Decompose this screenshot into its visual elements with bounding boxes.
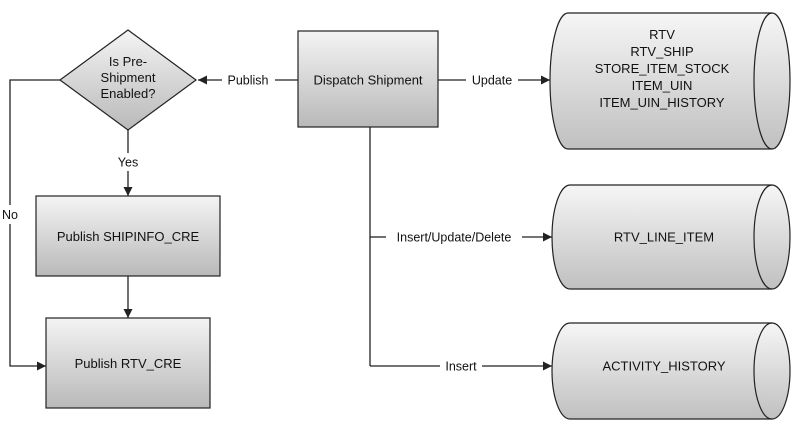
db-rtv-node: RTV RTV_SHIP STORE_ITEM_STOCK ITEM_UIN I…: [549, 12, 791, 150]
db-rtv-line-4: ITEM_UIN: [632, 78, 693, 93]
dispatch-shipment-label: Dispatch Shipment: [313, 73, 422, 88]
edge-label-no: No: [2, 208, 18, 222]
db-rtv-line-item-node: RTV_LINE_ITEM: [551, 184, 791, 290]
decision-line-2: Shipment: [101, 70, 156, 85]
edge-no-line-b: [9, 224, 46, 371]
decision-line-3: Enabled?: [101, 86, 156, 101]
publish-rtv-node: Publish RTV_CRE: [45, 317, 211, 409]
edges: [9, 75, 552, 371]
dispatch-shipment-node: Dispatch Shipment: [297, 30, 439, 128]
edge-label-update: Update: [472, 74, 512, 88]
db-rtv-line-2: RTV_SHIP: [630, 44, 693, 59]
decision-node: Is Pre- Shipment Enabled?: [58, 29, 198, 131]
edge-label-yes: Yes: [118, 156, 138, 170]
db-rtv-line-3: STORE_ITEM_STOCK: [595, 61, 730, 76]
db-activity-history-cylinder-rim: [753, 322, 773, 420]
edge-label-insert: Insert: [445, 360, 477, 374]
edge-label-publish: Publish: [228, 74, 269, 88]
db-rtv-line-item-label: RTV_LINE_ITEM: [614, 230, 714, 245]
decision-line-1: Is Pre-: [109, 54, 147, 69]
db-rtv-line-item-cylinder-rim: [753, 184, 773, 290]
db-rtv-line-5: ITEM_UIN_HISTORY: [599, 95, 725, 110]
dispatch-shipment-box: [297, 30, 439, 128]
db-rtv-line-1: RTV: [649, 27, 675, 42]
publish-shipinfo-node: Publish SHIPINFO_CRE: [35, 195, 221, 277]
decision-diamond-shape: [58, 29, 198, 131]
publish-shipinfo-box: [35, 195, 221, 277]
publish-rtv-box: [45, 317, 211, 409]
edge-no-line-a: [9, 79, 60, 205]
db-rtv-cylinder-rim: [753, 12, 773, 150]
db-activity-history-node: ACTIVITY_HISTORY: [551, 322, 791, 420]
publish-shipinfo-label: Publish SHIPINFO_CRE: [57, 229, 200, 244]
db-activity-history-label: ACTIVITY_HISTORY: [602, 359, 725, 374]
publish-rtv-label: Publish RTV_CRE: [75, 356, 182, 371]
edge-label-insert-update-delete: Insert/Update/Delete: [397, 231, 512, 245]
